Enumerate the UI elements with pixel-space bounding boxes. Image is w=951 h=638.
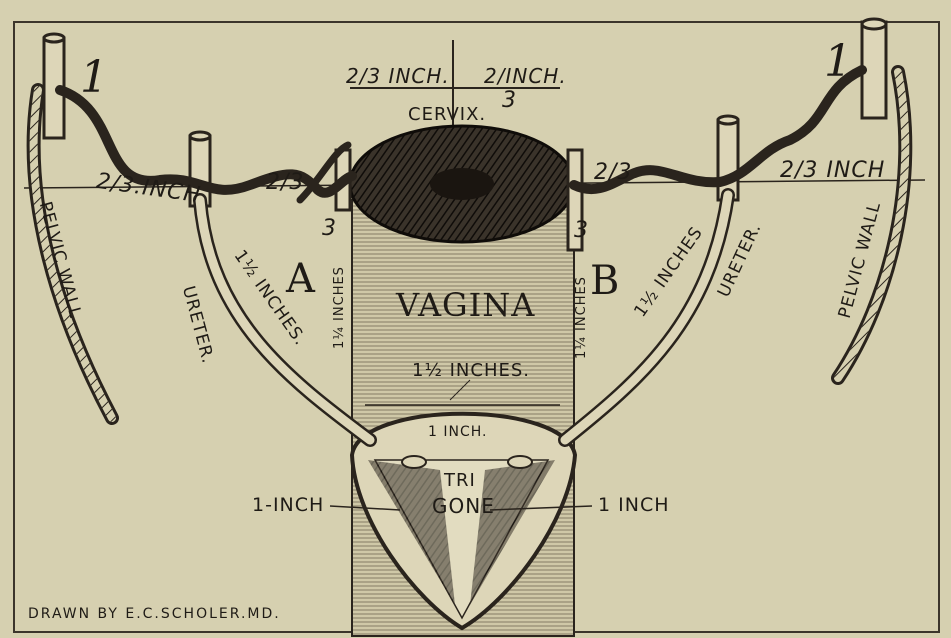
label-one-half-inches: 1½ INCHES. [412,360,530,381]
label-1-left: 1 [80,52,109,103]
label-1-right: 1 [824,36,853,87]
label-three-top-right: 3 [502,88,517,113]
label-two-thirds-top-left: 2/3 INCH. [346,64,450,88]
vessel-stub-right-mid [718,116,738,200]
label-cervix: CERVIX. [408,104,486,125]
label-quarter-right: 1¼ INCHES [574,276,589,359]
label-one-inch-right: 1 INCH [598,494,670,516]
label-trigone-2: GONE [432,494,495,518]
cervix-os [430,168,494,200]
label-fraction-right-3: 3 [574,218,589,243]
label-b: B [590,258,620,304]
label-two-thirds-top-right: 2/INCH. [484,64,567,88]
label-vagina: VAGINA [396,286,535,324]
label-fraction-left-3: 3 [322,216,337,241]
label-credit: DRAWN BY E.C.SCHOLER.MD. [28,606,281,622]
ureter-orifice-right [508,456,532,468]
label-fraction-right-mid: 2/3 [594,160,632,185]
label-fraction-left-mid: 2/3 [266,170,304,195]
label-one-inch-top: 1 INCH. [428,424,487,440]
label-one-inch-left: 1-INCH [252,494,324,516]
label-a: A [286,256,316,302]
label-two-thirds-right: 2/3 INCH [780,158,885,183]
label-trigone-1: TRI [444,470,476,491]
ureter-orifice-left [402,456,426,468]
label-quarter-left: 1¼ INCHES [332,266,347,349]
